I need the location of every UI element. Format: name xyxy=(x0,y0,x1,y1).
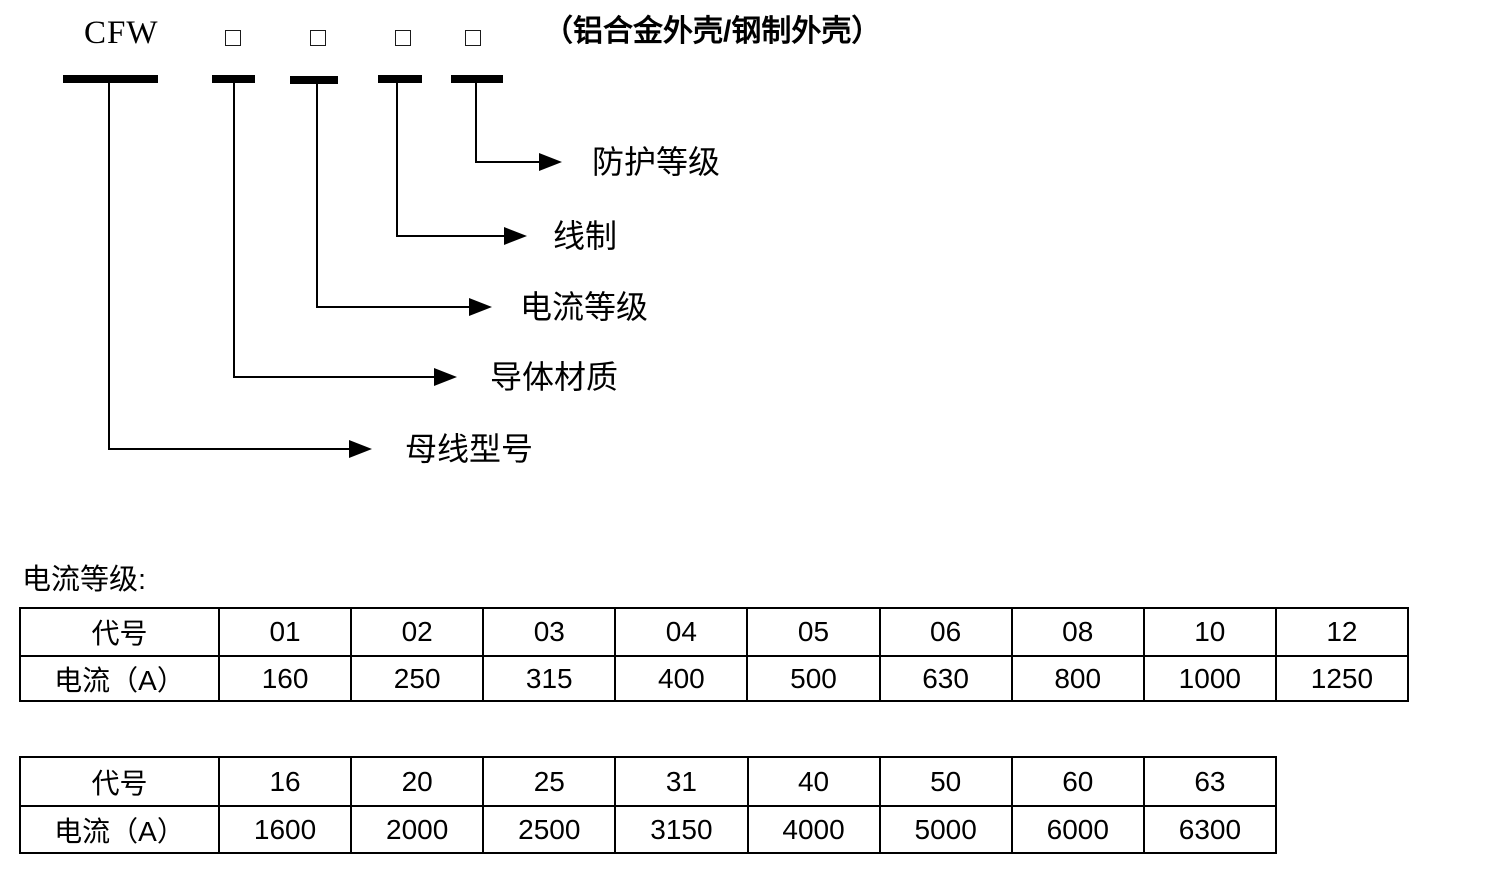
current-cell: 400 xyxy=(614,655,749,702)
callout-label-conductor-material: 导体材质 xyxy=(490,359,619,395)
current-rating-table-2: 代号 16 20 25 31 40 50 60 63 电流（A） 1600 20… xyxy=(19,756,1278,854)
code-cell: 25 xyxy=(482,756,617,807)
placeholder-box-2 xyxy=(310,30,326,46)
current-cell: 6300 xyxy=(1142,805,1278,854)
current-cell: 3150 xyxy=(614,805,749,854)
current-cell: 5000 xyxy=(878,805,1013,854)
current-cell: 2000 xyxy=(350,805,485,854)
code-cell: 01 xyxy=(217,607,353,657)
segment-bar-3 xyxy=(378,75,422,83)
code-cell: 40 xyxy=(746,756,881,807)
code-cell: 08 xyxy=(1010,607,1145,657)
callout-label-wire-system: 线制 xyxy=(553,218,618,254)
segment-bar-4 xyxy=(451,75,503,83)
code-cell: 05 xyxy=(746,607,881,657)
current-cell: 250 xyxy=(350,655,485,702)
current-cell: 800 xyxy=(1010,655,1145,702)
arrowhead-icon xyxy=(434,368,457,386)
code-cell: 06 xyxy=(878,607,1013,657)
code-cell: 03 xyxy=(482,607,617,657)
code-cell: 02 xyxy=(350,607,485,657)
current-cell: 1000 xyxy=(1142,655,1277,702)
code-cell: 63 xyxy=(1142,756,1278,807)
placeholder-box-3 xyxy=(395,30,411,46)
row-header-cell: 代号 xyxy=(19,756,220,807)
arrowhead-icon xyxy=(539,153,562,171)
segment-bar-prefix xyxy=(63,75,158,83)
callout-label-protection-grade: 防护等级 xyxy=(592,144,721,180)
callout-label-busbar-model: 母线型号 xyxy=(405,431,534,467)
current-rating-table-1: 代号 01 02 03 04 05 06 08 10 12 电流（A） 160 … xyxy=(19,607,1410,702)
table-row: 代号 16 20 25 31 40 50 60 63 xyxy=(19,756,1278,807)
shell-material-note: （铝合金外壳/钢制外壳） xyxy=(543,15,882,48)
callout-label-current-rating: 电流等级 xyxy=(520,289,649,325)
section-title-current-rating: 电流等级: xyxy=(22,564,147,596)
arrowhead-icon xyxy=(504,227,527,245)
current-cell: 630 xyxy=(878,655,1013,702)
code-cell: 31 xyxy=(614,756,749,807)
callout-line-current-rating xyxy=(316,83,470,308)
code-cell: 16 xyxy=(217,756,353,807)
callout-line-conductor-material xyxy=(233,83,435,378)
current-cell: 315 xyxy=(482,655,617,702)
code-cell: 10 xyxy=(1142,607,1277,657)
segment-bar-1 xyxy=(212,75,255,83)
current-cell: 2500 xyxy=(482,805,617,854)
arrowhead-icon xyxy=(349,440,372,458)
table-row: 电流（A） 1600 2000 2500 3150 4000 5000 6000… xyxy=(19,805,1278,854)
placeholder-box-4 xyxy=(465,30,481,46)
current-cell: 160 xyxy=(217,655,353,702)
table-row: 代号 01 02 03 04 05 06 08 10 12 xyxy=(19,607,1410,657)
row-header-cell: 电流（A） xyxy=(19,655,220,702)
current-cell: 1600 xyxy=(217,805,353,854)
callout-line-wire-system xyxy=(396,83,505,237)
model-prefix-text: CFW xyxy=(84,15,159,51)
code-cell: 12 xyxy=(1274,607,1410,657)
current-cell: 6000 xyxy=(1010,805,1145,854)
current-cell: 1250 xyxy=(1274,655,1410,702)
row-header-cell: 电流（A） xyxy=(19,805,220,854)
code-cell: 20 xyxy=(350,756,485,807)
callout-line-protection-grade xyxy=(475,83,540,163)
placeholder-box-1 xyxy=(225,30,241,46)
current-cell: 500 xyxy=(746,655,881,702)
code-cell: 50 xyxy=(878,756,1013,807)
current-cell: 4000 xyxy=(746,805,881,854)
code-cell: 60 xyxy=(1010,756,1145,807)
table-row: 电流（A） 160 250 315 400 500 630 800 1000 1… xyxy=(19,655,1410,702)
code-cell: 04 xyxy=(614,607,749,657)
callout-line-busbar-model xyxy=(108,83,350,450)
row-header-cell: 代号 xyxy=(19,607,220,657)
segment-bar-2 xyxy=(290,76,338,84)
arrowhead-icon xyxy=(469,298,492,316)
